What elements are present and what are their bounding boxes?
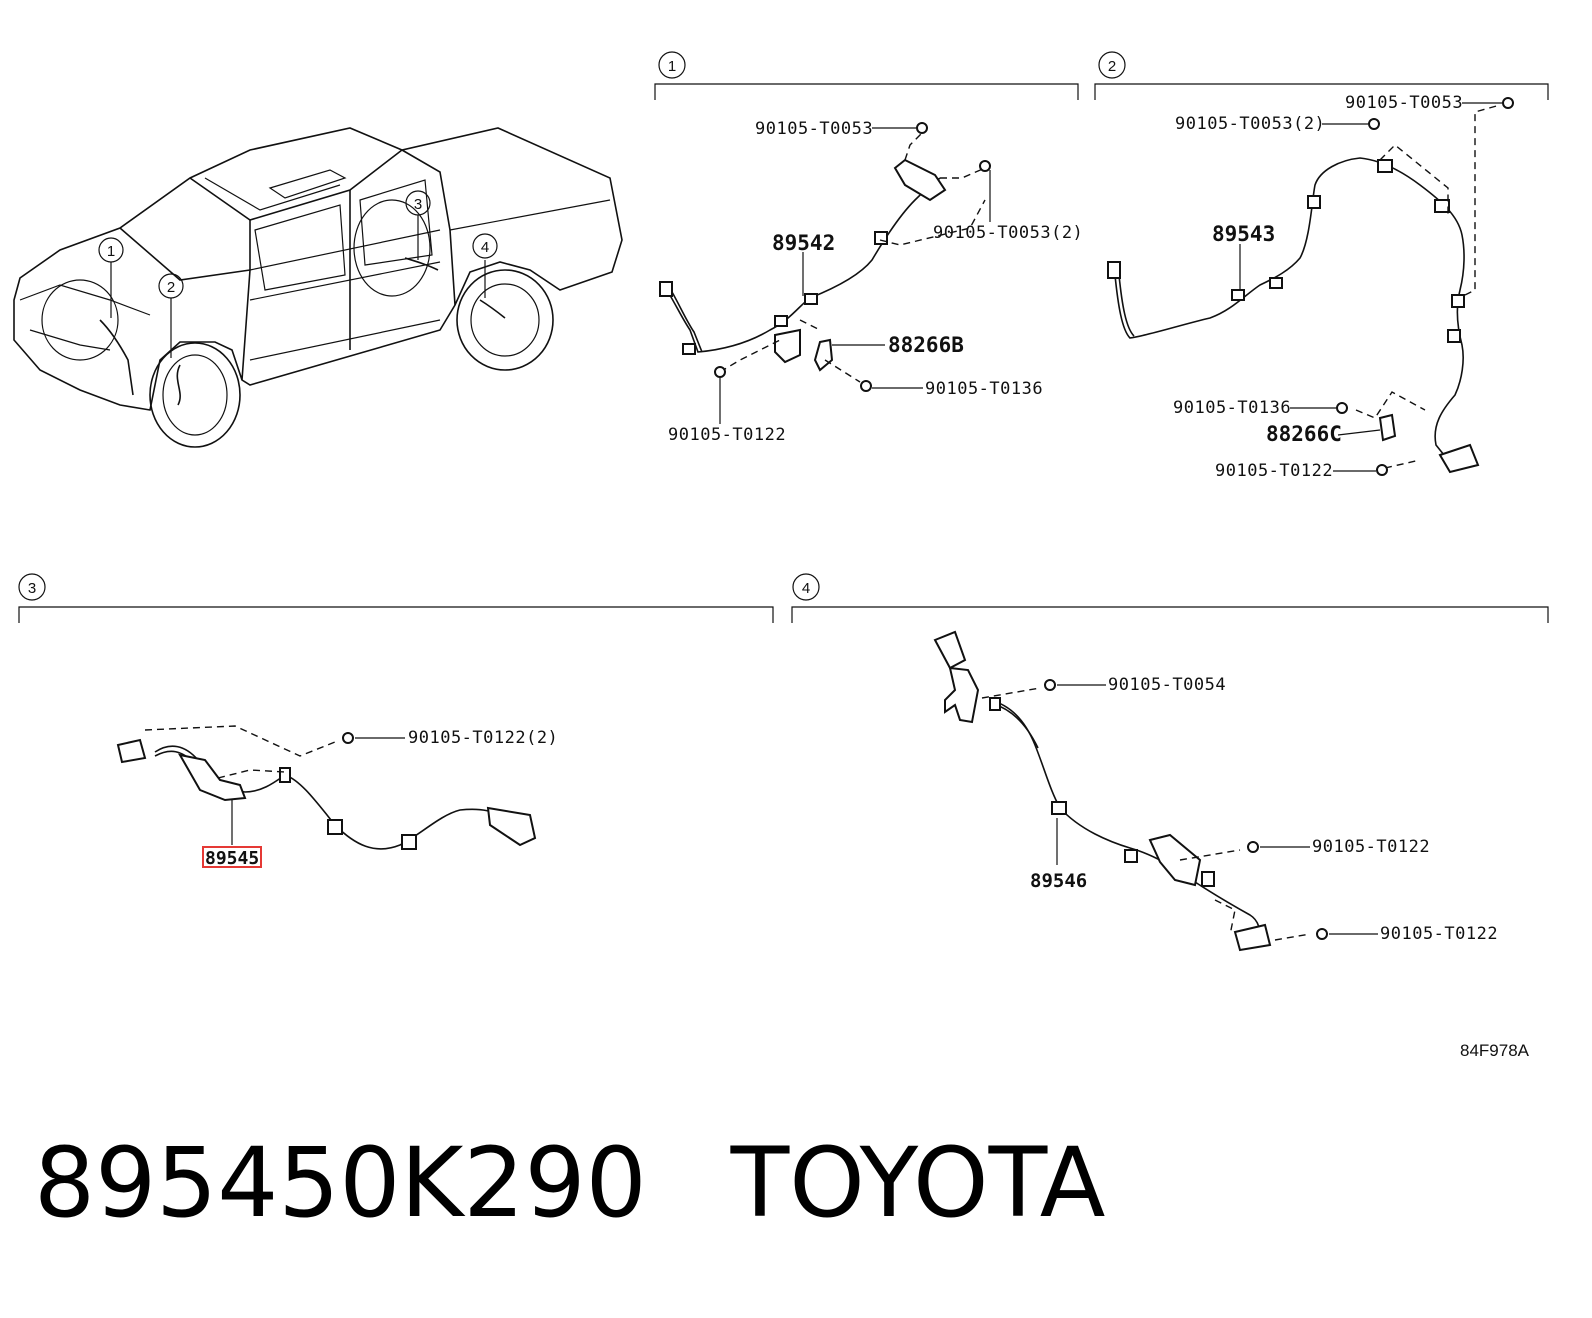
bracket-icon — [178, 753, 247, 802]
label-90105-t0122-2: 90105-T0122(2) — [408, 728, 558, 748]
label-89545: 89545 — [205, 848, 259, 869]
sensor-head-icon — [659, 281, 673, 297]
sensor-head-icon — [1107, 261, 1121, 279]
connector-icon — [486, 806, 537, 847]
bracket-icon — [944, 666, 980, 724]
section-1-bracket — [654, 83, 1079, 100]
section-3-marker — [18, 573, 46, 601]
vehicle-callout-4: 4 — [472, 233, 498, 259]
label-90105-t0136: 90105-T0136 — [925, 379, 1043, 399]
label-90105-t0053-2: 90105-T0053(2) — [1175, 114, 1325, 134]
label-90105-t0053-2: 90105-T0053(2) — [933, 223, 1083, 243]
label-90105-t0054: 90105-T0054 — [1108, 675, 1226, 695]
bolt-icon — [714, 366, 726, 378]
highlight-box — [202, 846, 262, 868]
brand-name: TOYOTA — [730, 1127, 1106, 1239]
vehicle-callout-1: 1 — [98, 237, 124, 263]
vehicle-callout-3: 3 — [405, 190, 431, 216]
bolt-icon — [1316, 928, 1328, 940]
section-2: 2 90105-T0053 90105-T0053(2) — [1094, 51, 1549, 481]
label-89546: 89546 — [1030, 870, 1087, 892]
connector-icon — [893, 158, 947, 202]
label-90105-t0122-b: 90105-T0122 — [1380, 924, 1498, 944]
figure-code: 84F978A — [1460, 1041, 1530, 1060]
bolt-icon — [1368, 118, 1380, 130]
label-88266c: 88266C — [1266, 422, 1342, 446]
bolt-icon — [1044, 679, 1056, 691]
bolt-icon — [1376, 464, 1388, 476]
sensor-head-icon — [116, 738, 147, 764]
connector-icon — [933, 630, 967, 670]
label-90105-t0053: 90105-T0053 — [755, 119, 873, 139]
bolt-icon — [979, 160, 991, 172]
section-4-marker — [792, 573, 820, 601]
label-90105-t0053: 90105-T0053 — [1345, 93, 1463, 113]
svg-text:4: 4 — [481, 239, 489, 256]
section-2-number: 2 — [1108, 58, 1116, 75]
label-90105-t0122: 90105-T0122 — [668, 425, 786, 445]
sensor-head-icon — [1438, 443, 1480, 474]
section-3-bracket — [18, 606, 774, 623]
label-90105-t0122: 90105-T0122 — [1215, 461, 1333, 481]
section-1-number: 1 — [668, 58, 676, 75]
vehicle-callout-2: 2 — [158, 273, 184, 299]
section-2-marker — [1098, 51, 1126, 79]
svg-text:2: 2 — [167, 279, 175, 296]
section-3: 3 90105-T0122(2) 89545 — [18, 573, 774, 869]
svg-text:1: 1 — [107, 243, 115, 260]
bracket-88266c-icon — [1378, 413, 1397, 442]
label-90105-t0136: 90105-T0136 — [1173, 398, 1291, 418]
bolt-icon — [1502, 97, 1514, 109]
section-1: 1 90105-T0053 90105-T0053(2) — [654, 51, 1083, 445]
svg-text:3: 3 — [414, 196, 422, 213]
section-4: 4 90105-T0054 90105-T0122 90105-T0122 89… — [791, 573, 1549, 952]
sensor-head-icon — [1233, 923, 1272, 952]
section-1-marker — [658, 51, 686, 79]
section-4-number: 4 — [802, 580, 810, 597]
bolt-icon — [342, 732, 354, 744]
bracket-88266b-icon — [813, 338, 834, 372]
bolt-icon — [1336, 402, 1348, 414]
bolt-icon — [916, 122, 928, 134]
bolt-icon — [860, 380, 872, 392]
label-89542: 89542 — [772, 231, 835, 255]
vehicle-illustration — [13, 127, 623, 448]
label-90105-t0122: 90105-T0122 — [1312, 837, 1430, 857]
bolt-icon — [1247, 841, 1259, 853]
section-4-bracket — [791, 606, 1549, 623]
section-3-number: 3 — [28, 580, 36, 597]
label-89543: 89543 — [1212, 222, 1275, 246]
section-2-bracket — [1094, 83, 1549, 100]
part-number: 895450K290 — [34, 1127, 647, 1239]
label-88266b: 88266B — [888, 333, 964, 357]
bracket-icon — [1148, 833, 1202, 887]
